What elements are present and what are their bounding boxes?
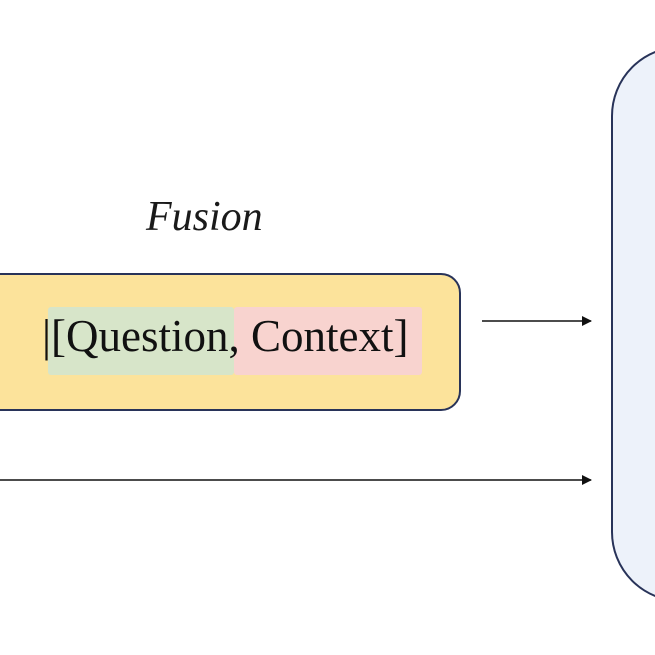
fusion-label: Fusion [146,194,263,240]
context-highlight [234,307,422,375]
right-panel [611,46,655,602]
question-highlight [48,307,234,375]
fusion-box-text: |[Question, Context] [42,311,409,361]
